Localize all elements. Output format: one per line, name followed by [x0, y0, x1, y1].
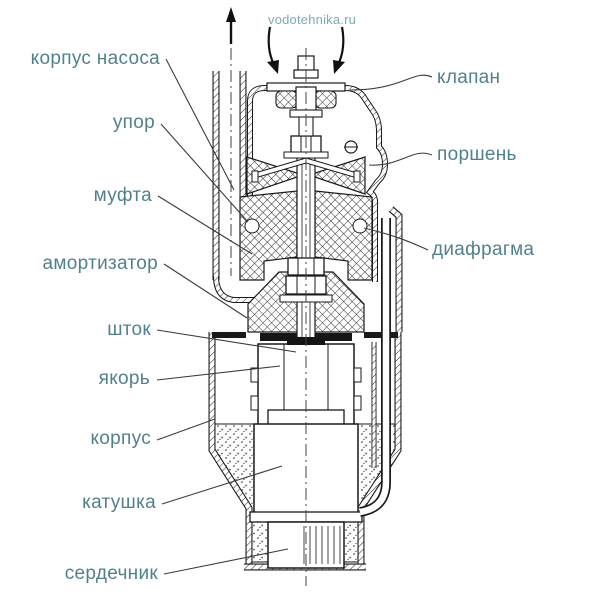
watermark-text: vodotehnika.ru [268, 12, 357, 27]
label-piston: поршень [437, 144, 517, 165]
label-armature: якорь [98, 368, 150, 389]
pump-head-section [212, 71, 389, 332]
label-rod: шток [107, 319, 151, 340]
label-coil: катушка [82, 492, 156, 513]
diaphragm-section [246, 156, 366, 195]
label-coupling: муфта [93, 185, 152, 206]
label-valve: клапан [437, 67, 501, 88]
label-housing: корпус [90, 428, 151, 449]
label-diaphragm: диафрагма [432, 239, 535, 260]
label-core: сердечник [64, 563, 158, 584]
inflow-arrow-right-icon [333, 26, 345, 74]
label-pump-housing: корпус насоса [30, 48, 160, 69]
label-shock-absorber: амортизатор [42, 253, 158, 274]
centerlines [230, 48, 307, 586]
label-stop: упор [112, 112, 155, 133]
power-cable [358, 218, 391, 517]
leader-lines [156, 58, 433, 575]
inflow-arrow-left-icon [267, 26, 279, 74]
flow-arrows [226, 7, 345, 74]
outflow-arrow-icon [226, 7, 236, 44]
